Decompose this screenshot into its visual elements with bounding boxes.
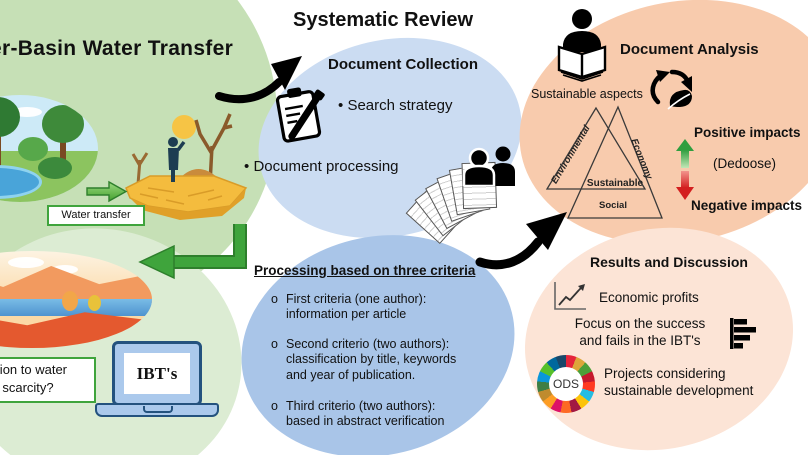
island-side [130, 188, 246, 220]
triangle-center-label: Sustainable [587, 178, 644, 189]
processing-heading: Processing based on three criteria [254, 263, 476, 278]
person-body [168, 148, 179, 182]
page-title: Systematic Review [293, 9, 474, 31]
projects-sustainable-label: Projects considering sustainable develop… [604, 366, 754, 398]
triangle-right-label: Economy [628, 137, 654, 181]
laptop-notch [143, 406, 173, 413]
sustainability-triangle-diagram: Environmental Economy Sustainable Social [545, 105, 663, 219]
search-strategy-item: • Search strategy [338, 97, 453, 114]
document-collection-heading: Document Collection [328, 56, 479, 73]
sustainable-aspects-label: Sustainable aspects [531, 87, 643, 101]
bullet: • [244, 158, 250, 175]
negative-impacts-label: Negative impacts [691, 198, 803, 213]
up-arrow-icon [676, 139, 694, 151]
tree-trunk [60, 131, 66, 169]
person-head [168, 137, 178, 147]
criteria-1-text: First criteria (one author): information… [286, 292, 427, 322]
bullet: • [338, 97, 344, 114]
bullet: o [271, 292, 278, 306]
down-arrow-icon [676, 187, 694, 200]
positive-impacts-label: Positive impacts [694, 125, 801, 140]
dedoose-label: (Dedoose) [713, 156, 777, 171]
dead-tree-icon [194, 113, 233, 185]
flow-arrow-icon [475, 212, 567, 270]
triangle-bottom-label: Social [599, 200, 627, 211]
crack-lines [139, 187, 223, 205]
clipboard-pencil-icon [275, 87, 325, 143]
scarcity-question-label: ution to water scarcity? [0, 357, 96, 403]
laptop-base [95, 403, 219, 417]
water-transfer-label: Water transfer [47, 205, 145, 226]
flow-arrow-icon [215, 56, 302, 104]
desert-bush [88, 295, 101, 311]
document-processing-item: • Document processing [244, 158, 399, 175]
cloud [8, 257, 44, 268]
impact-arrows-icon [676, 139, 694, 200]
document-analysis-heading: Document Analysis [620, 41, 759, 58]
bullet: o [271, 337, 278, 351]
bush [38, 157, 72, 179]
criteria-item-3: o Third criterio (two authors): based in… [271, 399, 444, 430]
desert-bush [62, 291, 78, 311]
line-chart-icon [554, 282, 586, 310]
criteria-item-2: o Second criterio (two authors): classif… [271, 337, 456, 383]
sdg-wheel-icon: ODS [537, 355, 595, 413]
water-transfer-arrow-icon [86, 180, 128, 203]
bush [18, 137, 48, 161]
person-arm [176, 140, 186, 152]
tree-crown [0, 97, 20, 137]
cloud [52, 265, 78, 274]
criteria-3-text: Third criterio (two authors): based in a… [286, 399, 445, 429]
bar-chart-icon [730, 318, 756, 349]
tree-crown [42, 105, 84, 143]
search-strategy-label: Search strategy [347, 97, 453, 114]
laptop-label: IBT's [124, 353, 190, 394]
inter-basin-heading: er-Basin Water Transfer [0, 37, 234, 60]
dry-land-illustration [125, 113, 248, 220]
criteria-2-text: Second criterio (two authors): classific… [286, 337, 457, 382]
focus-ibt-label: Focus on the success and fails in the IB… [574, 316, 706, 348]
cloud [12, 107, 42, 117]
results-discussion-heading: Results and Discussion [590, 254, 748, 270]
bullet: o [271, 399, 278, 413]
economic-profits-label: Economic profits [599, 290, 699, 305]
recycle-leaf-icon [650, 69, 692, 110]
dead-tree-icon [131, 152, 149, 185]
team-icon [462, 146, 515, 186]
sdg-label: ODS [549, 367, 583, 401]
criteria-item-1: o First criteria (one author): informati… [271, 292, 426, 323]
laptop-screen: IBT's [112, 341, 202, 406]
reading-person-icon [557, 9, 607, 82]
tree-trunk [0, 123, 1, 167]
elbow-arrow-icon [138, 224, 247, 280]
sun-icon [172, 115, 196, 139]
document-processing-label: Document processing [253, 158, 399, 175]
